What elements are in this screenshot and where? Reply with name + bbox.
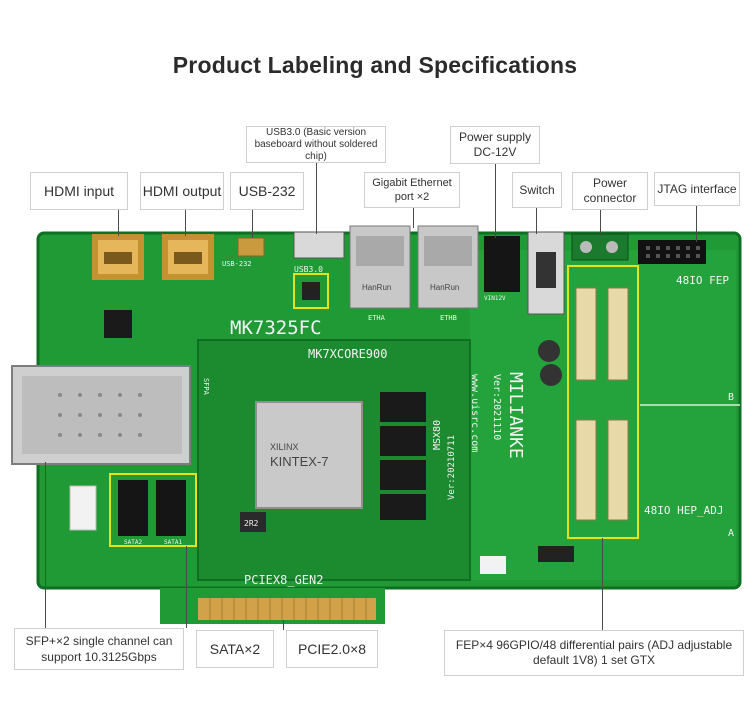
callout-switch: Switch xyxy=(512,172,562,208)
sata-port-1 xyxy=(156,480,186,536)
marker-a-silk: A xyxy=(728,528,734,539)
mem-chip-silk: 2R2 xyxy=(244,519,259,528)
callout-hdmi-input: HDMI input xyxy=(30,172,128,210)
callout-pcie: PCIE2.0×8 xyxy=(286,630,378,668)
callout-fep: FEP×4 96GPIO/48 differential pairs (ADJ … xyxy=(444,630,744,676)
usb232-connector xyxy=(237,237,265,257)
version-silk: Ver:2021110 xyxy=(491,374,502,440)
leader-hdmi-input xyxy=(118,210,119,236)
sfp-label-silk: SFPA xyxy=(202,378,210,396)
leader-sata xyxy=(186,546,187,628)
fep-connectors xyxy=(575,287,629,521)
white-header xyxy=(69,485,97,531)
callout-hdmi-output: HDMI output xyxy=(140,172,224,210)
sata2-silk: SATA2 xyxy=(124,539,142,546)
core-name-silk: MK7XCORE900 xyxy=(308,347,387,361)
sata-highlight xyxy=(109,473,197,547)
magjack-brand-b: HanRun xyxy=(430,283,459,292)
fpga-chip xyxy=(255,401,363,509)
callout-ethernet: Gigabit Ethernet port ×2 xyxy=(364,172,460,208)
callout-usb30: USB3.0 (Basic version baseboard without … xyxy=(246,126,386,163)
ethb-silk: ETHB xyxy=(440,314,457,322)
expansion-area xyxy=(470,250,736,580)
misc-chip xyxy=(104,310,132,338)
callout-sata: SATA×2 xyxy=(196,630,274,668)
capacitor xyxy=(538,340,560,362)
leader-pcie xyxy=(283,620,284,630)
usb232-label-silk: USB-232 xyxy=(222,260,252,268)
module-code-silk: MSX80 xyxy=(432,420,443,450)
leader-usb232 xyxy=(252,210,253,238)
hdmi-output-connector xyxy=(162,234,214,280)
fep-highlight xyxy=(567,265,639,539)
leader-usb30 xyxy=(316,163,317,234)
vin-silk: VIN12V xyxy=(484,295,506,302)
callout-usb232: USB-232 xyxy=(230,172,304,210)
leader-sfp xyxy=(45,462,46,628)
sata1-silk: SATA1 xyxy=(164,539,182,546)
io-fep-silk: 48IO FEP xyxy=(676,274,729,287)
pcie-gold-fingers xyxy=(198,598,376,620)
leader-power-connector xyxy=(600,210,601,236)
ethernet-port-b xyxy=(417,225,479,309)
white-connector xyxy=(480,556,506,574)
jtag-header xyxy=(638,240,706,264)
leader-hdmi-output xyxy=(185,210,186,236)
sfp-cage xyxy=(11,365,191,465)
ddr-chips xyxy=(380,392,426,520)
callout-power-connector: Power connector xyxy=(572,172,648,210)
board-name-silk: MK7325FC xyxy=(230,317,322,339)
callout-jtag: JTAG interface xyxy=(654,172,740,206)
hdmi-input-connector xyxy=(92,234,144,280)
callout-sfp: SFP+×2 single channel can support 10.312… xyxy=(14,628,184,670)
fpga-brand-silk: XILINX xyxy=(270,442,299,452)
leader-jtag xyxy=(696,206,697,242)
dc-jack xyxy=(484,236,520,292)
io-hep-silk: 48IO HEP_ADJ xyxy=(644,504,723,517)
brand-silk: MILIANKE xyxy=(505,372,526,459)
mem-chip xyxy=(240,512,266,532)
leader-power-supply xyxy=(495,164,496,238)
usb-label-silk: USB3.0 xyxy=(294,265,323,274)
magjack-brand-a: HanRun xyxy=(362,283,391,292)
leader-fep xyxy=(602,538,603,630)
callout-power-supply: Power supply DC-12V xyxy=(450,126,540,164)
module-ver-silk: Ver:20210711 xyxy=(447,435,457,500)
dip-switch xyxy=(538,546,574,562)
ethernet-port-a xyxy=(349,225,411,309)
etha-silk: ETHA xyxy=(368,314,386,322)
usb30-highlight xyxy=(293,273,329,309)
marker-b-silk: B xyxy=(728,392,734,403)
page-title: Product Labeling and Specifications xyxy=(172,52,578,78)
sata-port-2 xyxy=(118,480,148,536)
leader-switch xyxy=(536,208,537,234)
website-silk: www.uisrc.com xyxy=(469,374,480,452)
leader-ethernet xyxy=(413,208,414,228)
usb30-connector xyxy=(293,231,345,259)
pcie-label-silk: PCIEX8_GEN2 xyxy=(244,573,323,587)
fpga-family-silk: KINTEX-7 xyxy=(270,454,329,469)
